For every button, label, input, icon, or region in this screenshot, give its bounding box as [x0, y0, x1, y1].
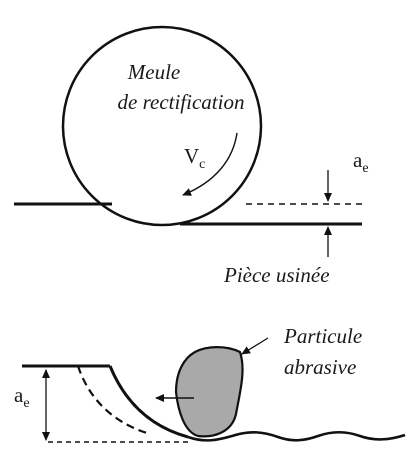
wheel-label-line1: Meule [127, 60, 180, 84]
particle-label-line1: Particule [283, 324, 362, 348]
depth-label: ae [353, 148, 369, 176]
abrasive-particle [174, 346, 244, 438]
wheel-label-line2: de rectification [118, 90, 245, 114]
speed-label: Vc [184, 144, 205, 172]
depth-label-main: a [353, 148, 363, 172]
top-figure: Meule de rectification Vc ae Pièce usiné… [14, 25, 369, 287]
depth2-label: ae [14, 383, 30, 411]
speed-label-main: V [184, 144, 199, 168]
depth2-label-sub: e [23, 396, 29, 411]
particle-leader-arrow [241, 337, 269, 355]
bottom-figure: ae Particule abrasive [14, 324, 406, 443]
wavy-bottom-surface [187, 430, 406, 442]
rotation-arrow [182, 132, 238, 196]
speed-label-sub: c [199, 157, 205, 172]
cut-profile [108, 365, 189, 439]
workpiece-label: Pièce usinée [223, 263, 330, 287]
depth2-label-main: a [14, 383, 24, 407]
particle-label-line2: abrasive [284, 355, 356, 379]
grinding-wheel [61, 25, 263, 227]
depth-label-sub: e [362, 161, 368, 176]
